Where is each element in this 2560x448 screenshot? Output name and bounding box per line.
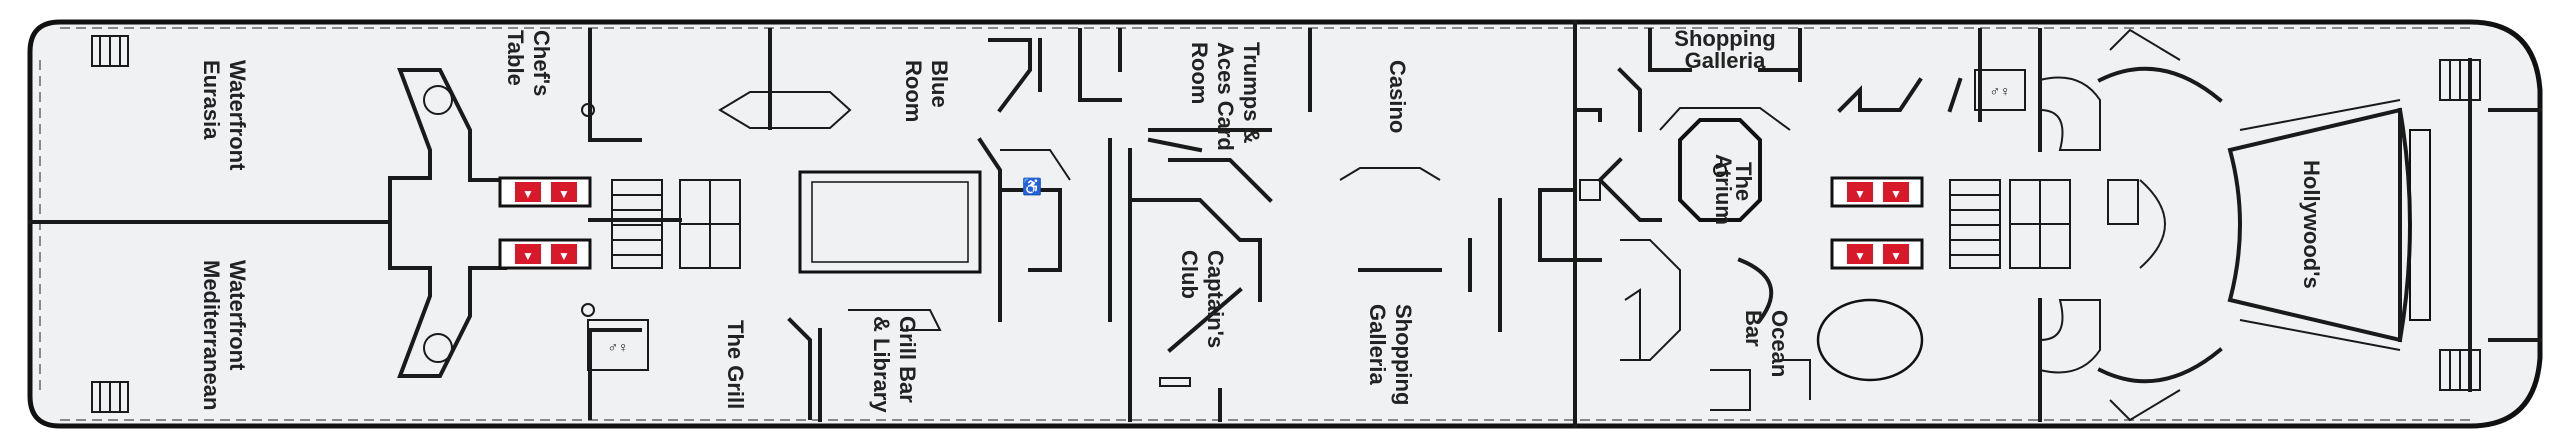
svg-text:▼: ▼ xyxy=(1854,249,1866,263)
round-table xyxy=(423,333,453,363)
svg-text:Club: Club xyxy=(1177,250,1202,299)
svg-text:& Library: & Library xyxy=(869,316,894,413)
room-label-the-atrium: The Atrium xyxy=(1711,154,1756,225)
svg-text:Mediterranean: Mediterranean xyxy=(199,260,224,410)
svg-text:Aces Card: Aces Card xyxy=(1213,42,1238,151)
room-label-blue-room: Blue Room xyxy=(901,60,952,122)
room-label-waterfront-eurasia: Waterfront Eurasia xyxy=(199,60,250,171)
elevator-bank-aft: ▼ ▼ ▼ ▼ xyxy=(498,176,592,270)
room-label-trumps-aces-card-room: Trumps & Aces Card Room xyxy=(1187,42,1264,151)
svg-text:Hollywood's: Hollywood's xyxy=(2299,160,2324,289)
svg-text:Ocean: Ocean xyxy=(1767,310,1792,377)
room-label-waterfront-mediterranean: Waterfront Mediterranean xyxy=(199,260,250,410)
room-label-shopping-galleria-top: Shopping Galleria xyxy=(1674,26,1775,73)
svg-text:▼: ▼ xyxy=(1890,187,1902,201)
svg-text:Eurasia: Eurasia xyxy=(199,60,224,140)
svg-text:Trumps &: Trumps & xyxy=(1239,42,1264,144)
svg-text:▼: ▼ xyxy=(1854,187,1866,201)
stair-icon xyxy=(1949,179,2071,269)
room-label-chefs-table: Chef's Table xyxy=(503,30,554,96)
svg-text:Galleria: Galleria xyxy=(1365,304,1390,385)
svg-text:Shopping: Shopping xyxy=(1674,26,1775,51)
round-table xyxy=(423,85,453,115)
svg-text:Waterfront: Waterfront xyxy=(225,60,250,171)
svg-text:Atrium: Atrium xyxy=(1711,154,1736,225)
svg-text:Table: Table xyxy=(503,30,528,86)
svg-text:Captain's: Captain's xyxy=(1203,250,1228,348)
svg-text:The Grill: The Grill xyxy=(723,320,748,409)
room-label-casino: Casino xyxy=(1385,60,1410,133)
restroom-icon: ♂♀ xyxy=(587,319,649,371)
svg-text:▼: ▼ xyxy=(522,249,534,263)
room-label-grill-bar-library: Grill Bar & Library xyxy=(869,316,920,413)
svg-text:♂♀: ♂♀ xyxy=(608,339,629,355)
bar-counter xyxy=(1816,298,1924,382)
svg-text:Shopping: Shopping xyxy=(1391,304,1416,405)
svg-text:Chef's: Chef's xyxy=(529,30,554,96)
svg-text:Room: Room xyxy=(1187,42,1212,104)
svg-text:Room: Room xyxy=(901,60,926,122)
svg-text:♂♀: ♂♀ xyxy=(1990,83,2011,99)
svg-text:The: The xyxy=(1731,162,1756,201)
hull-outline xyxy=(27,19,2543,429)
svg-text:Waterfront: Waterfront xyxy=(225,260,250,371)
svg-text:Blue: Blue xyxy=(927,60,952,108)
room-label-shopping-galleria-bottom: Shopping Galleria xyxy=(1365,304,1416,405)
svg-text:Galleria: Galleria xyxy=(1685,48,1766,73)
stair-icon xyxy=(91,35,129,413)
elevator-bank-forward: ▼ ▼ ▼ ▼ xyxy=(1830,176,1924,270)
bar-counter xyxy=(718,91,852,129)
spiral-stair-icon xyxy=(2039,76,2101,374)
room-label-the-grill: The Grill xyxy=(723,320,748,409)
restroom-icon: ♂♀ xyxy=(1974,69,2026,111)
dance-floor xyxy=(798,170,982,274)
svg-text:▼: ▼ xyxy=(1890,249,1902,263)
svg-text:▼: ▼ xyxy=(558,249,570,263)
room-label-captains-club: Captain's Club xyxy=(1177,250,1228,348)
svg-text:▼: ▼ xyxy=(558,187,570,201)
atrium-octagon xyxy=(1678,118,1762,222)
svg-text:Bar: Bar xyxy=(1741,310,1766,347)
svg-text:♿: ♿ xyxy=(1022,177,1042,196)
room-label-ocean-bar: Ocean Bar xyxy=(1741,310,1792,377)
svg-text:▼: ▼ xyxy=(522,187,534,201)
room-label-hollywoods: Hollywood's xyxy=(2299,160,2324,289)
svg-text:Grill Bar: Grill Bar xyxy=(895,316,920,403)
stair-icon xyxy=(2439,59,2481,391)
stair-icon xyxy=(611,179,741,269)
table xyxy=(1159,377,1191,387)
svg-text:Casino: Casino xyxy=(1385,60,1410,133)
